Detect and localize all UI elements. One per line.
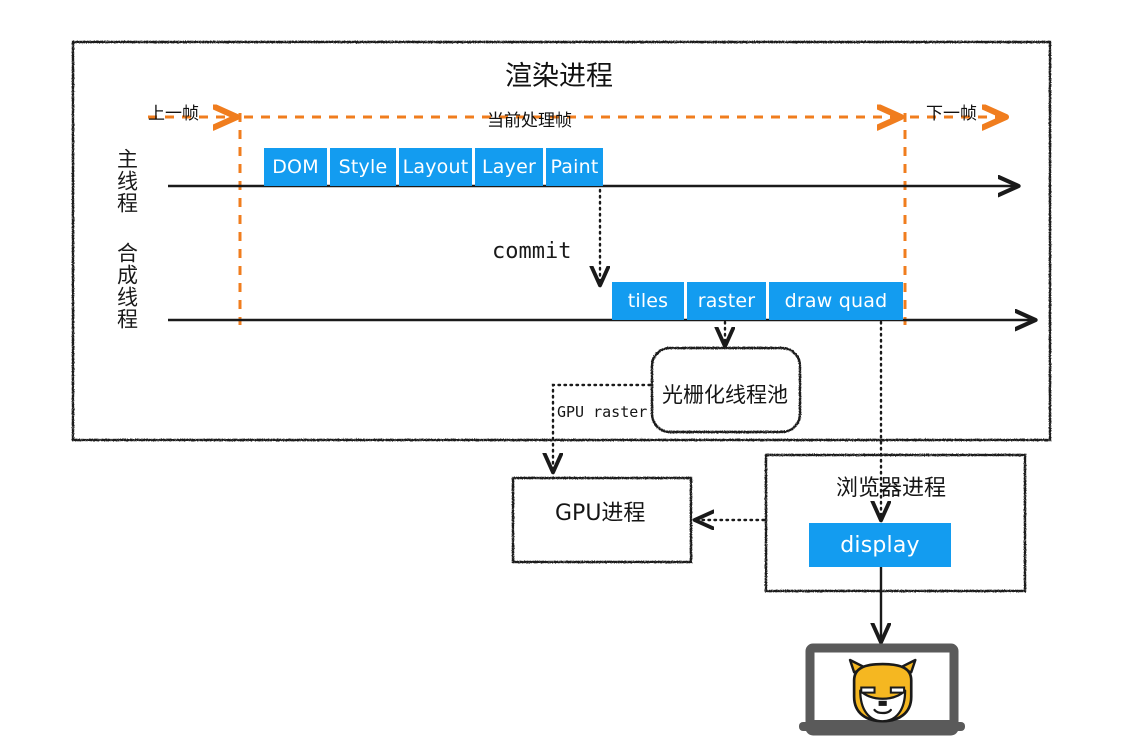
renderer-process-box bbox=[71, 40, 1052, 442]
lane-label-main-thread: 主线程 bbox=[114, 148, 139, 214]
stage-tiles[interactable]: tiles bbox=[612, 282, 684, 320]
frame-boundary-lines bbox=[238, 113, 907, 325]
stage-style[interactable]: Style bbox=[330, 148, 396, 186]
page-title: 渲染进程 bbox=[505, 61, 613, 92]
lane-label-compositor-thread: 合成线程 bbox=[114, 242, 139, 330]
display-box[interactable]: display bbox=[809, 523, 951, 567]
frame-marker-current: 当前处理帧 bbox=[487, 111, 572, 131]
frame-marker-next: 下一帧 bbox=[926, 104, 977, 124]
gpu-process-box bbox=[511, 476, 693, 564]
gpu-raster-label: GPU raster bbox=[557, 403, 648, 421]
stage-layer[interactable]: Layer bbox=[475, 148, 543, 186]
raster-thread-pool-label: 光栅化线程池 bbox=[662, 383, 788, 407]
raster-thread-pool-box bbox=[650, 346, 802, 434]
gpu-process-label: GPU进程 bbox=[555, 501, 646, 526]
commit-label: commit bbox=[492, 239, 572, 264]
browser-process-box bbox=[764, 453, 1027, 593]
stage-layout[interactable]: Layout bbox=[399, 148, 472, 186]
stage-paint[interactable]: Paint bbox=[546, 148, 603, 186]
laptop-icon bbox=[799, 643, 965, 736]
stage-draw-quad[interactable]: draw quad bbox=[769, 282, 903, 320]
gpu-raster-path bbox=[553, 383, 652, 470]
stage-raster[interactable]: raster bbox=[687, 282, 766, 320]
browser-process-label: 浏览器进程 bbox=[836, 476, 947, 501]
doge-face-icon bbox=[848, 658, 917, 723]
frame-marker-previous: 上一帧 bbox=[148, 104, 199, 124]
stage-dom[interactable]: DOM bbox=[264, 148, 327, 186]
